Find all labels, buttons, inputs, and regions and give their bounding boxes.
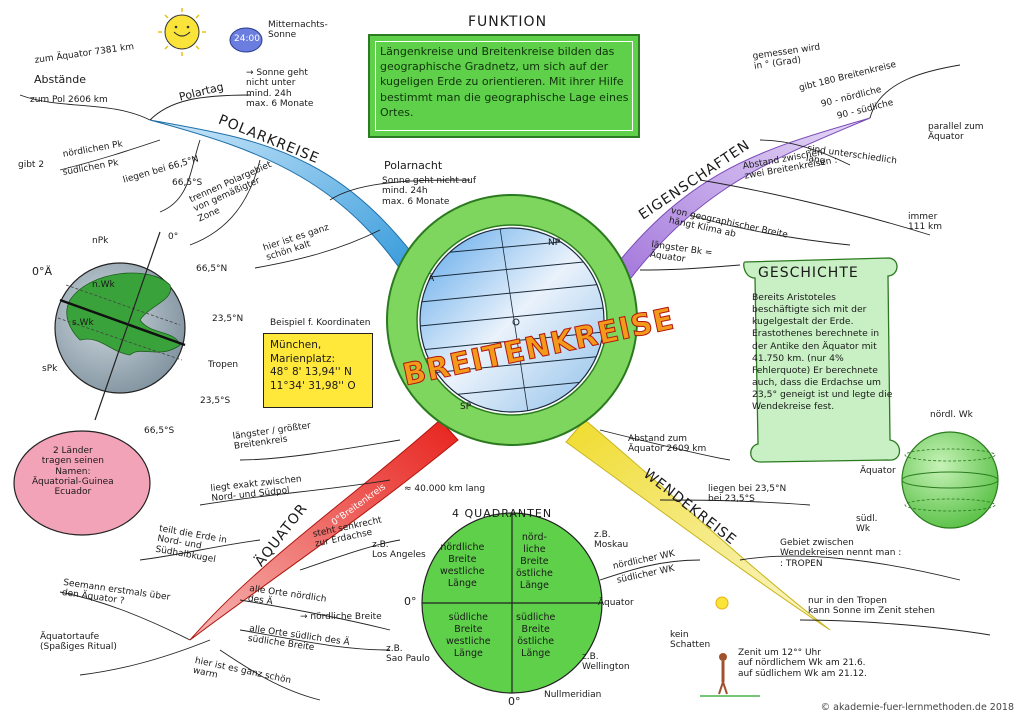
earth-lat3: 23,5°S	[200, 396, 231, 406]
bubble-text: 2 Länder tragen seinen Namen: Äquatorial…	[32, 446, 114, 498]
quadrant-aequator: Äquator	[598, 598, 634, 608]
beispiel-text: München, Marienplatz: 48° 8' 13,94'' N 1…	[270, 339, 356, 392]
globe-sp: SP	[460, 402, 472, 412]
wk-zenit-label: nur in den Tropen kann Sonne im Zenit st…	[808, 596, 935, 617]
earth-swk: s.Wk	[72, 318, 94, 328]
nullmeridian-label: Nullmeridian	[544, 690, 602, 700]
beispiel-box: München, Marienplatz: 48° 8' 13,94'' N 1…	[263, 333, 373, 408]
earth-nwk: n.Wk	[92, 280, 115, 290]
parallel-label: parallel zum Äquator	[928, 122, 984, 143]
mitternachtssonne-label: Mitternachts- Sonne	[268, 20, 328, 41]
earth-npk: nPk	[92, 236, 109, 246]
zero-left: 0°	[404, 595, 417, 608]
gibt2-label: gibt 2	[18, 160, 45, 170]
wk-abstand-label: Abstand zum Äquator 2609 km	[628, 434, 707, 455]
zenit12-label: Zenit um 12°° Uhr auf nördlichem Wk am 2…	[738, 648, 867, 679]
geschichte-scroll	[743, 257, 901, 463]
globe-np: NP	[548, 238, 561, 248]
clock-icon	[229, 27, 263, 53]
earth-oa: 0°Ä	[32, 265, 53, 278]
beispiel-label: Beispiel f. Koordinaten	[270, 318, 371, 328]
copyright: © akademie-fuer-lernmethoden.de 2018	[820, 702, 1014, 713]
zero-bottom: 0°	[508, 695, 521, 708]
sudl-wk-label: südl. Wk	[856, 514, 878, 535]
funktion-heading: FUNKTION	[468, 14, 548, 30]
saopaulo-label: z.B. Sao Paulo	[386, 644, 430, 665]
laenge-label: ≈ 40.000 km lang	[404, 484, 486, 494]
geschichte-text: Bereits Aristoteles beschäftigte sich mi…	[752, 292, 893, 413]
earth-lat1: 66,5°N	[196, 264, 228, 274]
wk-liegen-label: liegen bei 23,5°N bei 23,5°S	[708, 484, 787, 505]
polartag-text: → Sonne geht nicht unter mind. 24h max. …	[246, 68, 314, 110]
geschichte-title: GESCHICHTE	[758, 265, 859, 281]
globe-a: Ä	[428, 274, 435, 284]
earth-zero: 0°	[168, 232, 179, 242]
earth-lat4: 66,5°S	[144, 426, 175, 436]
earth-illustration	[54, 231, 186, 421]
earth-tropen: Tropen	[208, 360, 239, 370]
sun-icon	[158, 8, 206, 56]
nordl-wk-label: nördl. Wk	[930, 410, 973, 420]
polarnacht-text: Sonne geht nicht auf mind. 24h max. 6 Mo…	[382, 176, 477, 207]
quadrant-no: nörd- liche Breite östliche Länge	[516, 532, 553, 591]
noerdlich-breite-label: → nördliche Breite	[300, 612, 382, 622]
bubble-shape	[13, 430, 151, 536]
person-icon	[700, 653, 760, 697]
quadranten-title: 4 QUADRANTEN	[452, 507, 553, 520]
earth-lat2: 23,5°N	[212, 314, 244, 324]
immer-label: immer 111 km	[908, 212, 943, 233]
funktion-text: Längenkreise und Breitenkreise bilden da…	[380, 45, 629, 119]
taufe-label: Äquatortaufe (Spaßiges Ritual)	[40, 632, 117, 653]
earth-spk: sPk	[42, 364, 58, 374]
green-sphere	[901, 431, 999, 529]
sphere-aequator-label: Äquator	[860, 466, 896, 476]
moskau-label: z.B. Moskau	[594, 530, 629, 551]
small-sun-icon	[715, 596, 729, 610]
quadrant-sw: südliche Breite westliche Länge	[446, 612, 491, 659]
liegen-polarkreise-2: 66,5°S	[172, 178, 203, 188]
clock-label: 24:00	[234, 34, 260, 44]
funktion-box: Längenkreise und Breitenkreise bilden da…	[368, 34, 640, 138]
quadrant-diagram	[421, 512, 603, 694]
branch-aequator	[189, 419, 459, 641]
polarnacht-label: Polarnacht	[384, 159, 443, 172]
la-label: z.B. Los Angeles	[372, 540, 426, 561]
quadrant-so: südliche Breite östliche Länge	[516, 612, 556, 659]
quadrant-nw: nördliche Breite westliche Länge	[440, 542, 485, 589]
zum-pol: zum Pol 2606 km	[30, 95, 108, 105]
abstaende-label: Abstände	[34, 73, 87, 86]
branch-wendekreise	[565, 419, 831, 631]
central-globe	[420, 228, 604, 412]
wk-gebiet-label: Gebiet zwischen Wendekreisen nennt man :…	[780, 538, 902, 569]
wellington-label: z.B. Wellington	[582, 652, 630, 673]
kein-schatten-label: kein Schatten	[670, 630, 711, 651]
funktion-box-border	[375, 41, 633, 131]
